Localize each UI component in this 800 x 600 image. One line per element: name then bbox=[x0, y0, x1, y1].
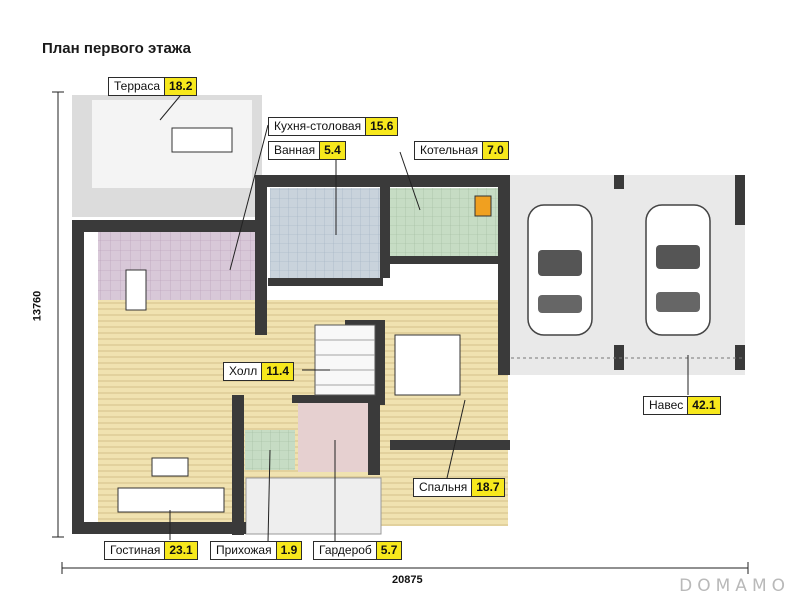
room-area: 11.4 bbox=[261, 363, 293, 380]
room-label-bathroom: Ванная 5.4 bbox=[268, 141, 346, 160]
room-area: 5.4 bbox=[319, 142, 345, 159]
room-name: Прихожая bbox=[216, 543, 272, 557]
room-name: Холл bbox=[229, 364, 258, 378]
watermark-logo: DOMAMO bbox=[679, 576, 790, 596]
living-sofa bbox=[117, 487, 225, 513]
room-name: Терраса bbox=[114, 79, 161, 93]
room-name: Навес bbox=[649, 398, 684, 412]
room-area: 1.9 bbox=[275, 542, 302, 559]
living-table bbox=[151, 457, 189, 477]
room-name: Ванная bbox=[274, 143, 316, 157]
room-area: 7.0 bbox=[482, 142, 508, 159]
bed bbox=[394, 334, 461, 396]
porch bbox=[245, 477, 382, 535]
room-label-entrance: Прихожая 1.9 bbox=[210, 541, 303, 560]
terrace-area bbox=[72, 95, 262, 217]
room-area: 15.6 bbox=[365, 118, 398, 135]
room-name: Спальня bbox=[419, 480, 468, 494]
car-right bbox=[645, 204, 711, 336]
boiler-unit bbox=[474, 195, 492, 217]
car-left bbox=[527, 204, 593, 336]
wardrobe-floor bbox=[298, 400, 368, 472]
kitchen-table bbox=[125, 269, 147, 311]
bathroom-floor bbox=[270, 188, 380, 280]
room-label-bedroom: Спальня 18.7 bbox=[413, 478, 505, 497]
room-area: 18.2 bbox=[164, 78, 197, 95]
room-area: 42.1 bbox=[687, 397, 720, 414]
room-name: Кухня-столовая bbox=[274, 119, 362, 133]
room-area: 18.7 bbox=[471, 479, 504, 496]
dimension-lines bbox=[52, 91, 749, 574]
leader-lines bbox=[159, 95, 689, 543]
room-name: Гостиная bbox=[110, 543, 161, 557]
room-label-kitchen: Кухня-столовая 15.6 bbox=[268, 117, 399, 136]
stairs bbox=[314, 324, 376, 396]
room-label-terrace: Терраса 18.2 bbox=[108, 77, 198, 96]
walls bbox=[72, 175, 510, 535]
room-label-carport: Навес 42.1 bbox=[643, 396, 721, 415]
room-label-living: Гостиная 23.1 bbox=[104, 541, 198, 560]
page-title: План первого этажа bbox=[42, 40, 191, 57]
room-label-wardrobe: Гардероб 5.7 bbox=[313, 541, 403, 560]
dimension-width: 20875 bbox=[392, 574, 423, 586]
room-name: Котельная bbox=[420, 143, 479, 157]
room-area: 23.1 bbox=[164, 542, 197, 559]
dimension-depth: 13760 bbox=[31, 290, 44, 322]
room-name: Гардероб bbox=[319, 543, 372, 557]
room-label-hall: Холл 11.4 bbox=[223, 362, 294, 381]
room-area: 5.7 bbox=[375, 542, 402, 559]
room-label-boiler: Котельная 7.0 bbox=[414, 141, 509, 160]
